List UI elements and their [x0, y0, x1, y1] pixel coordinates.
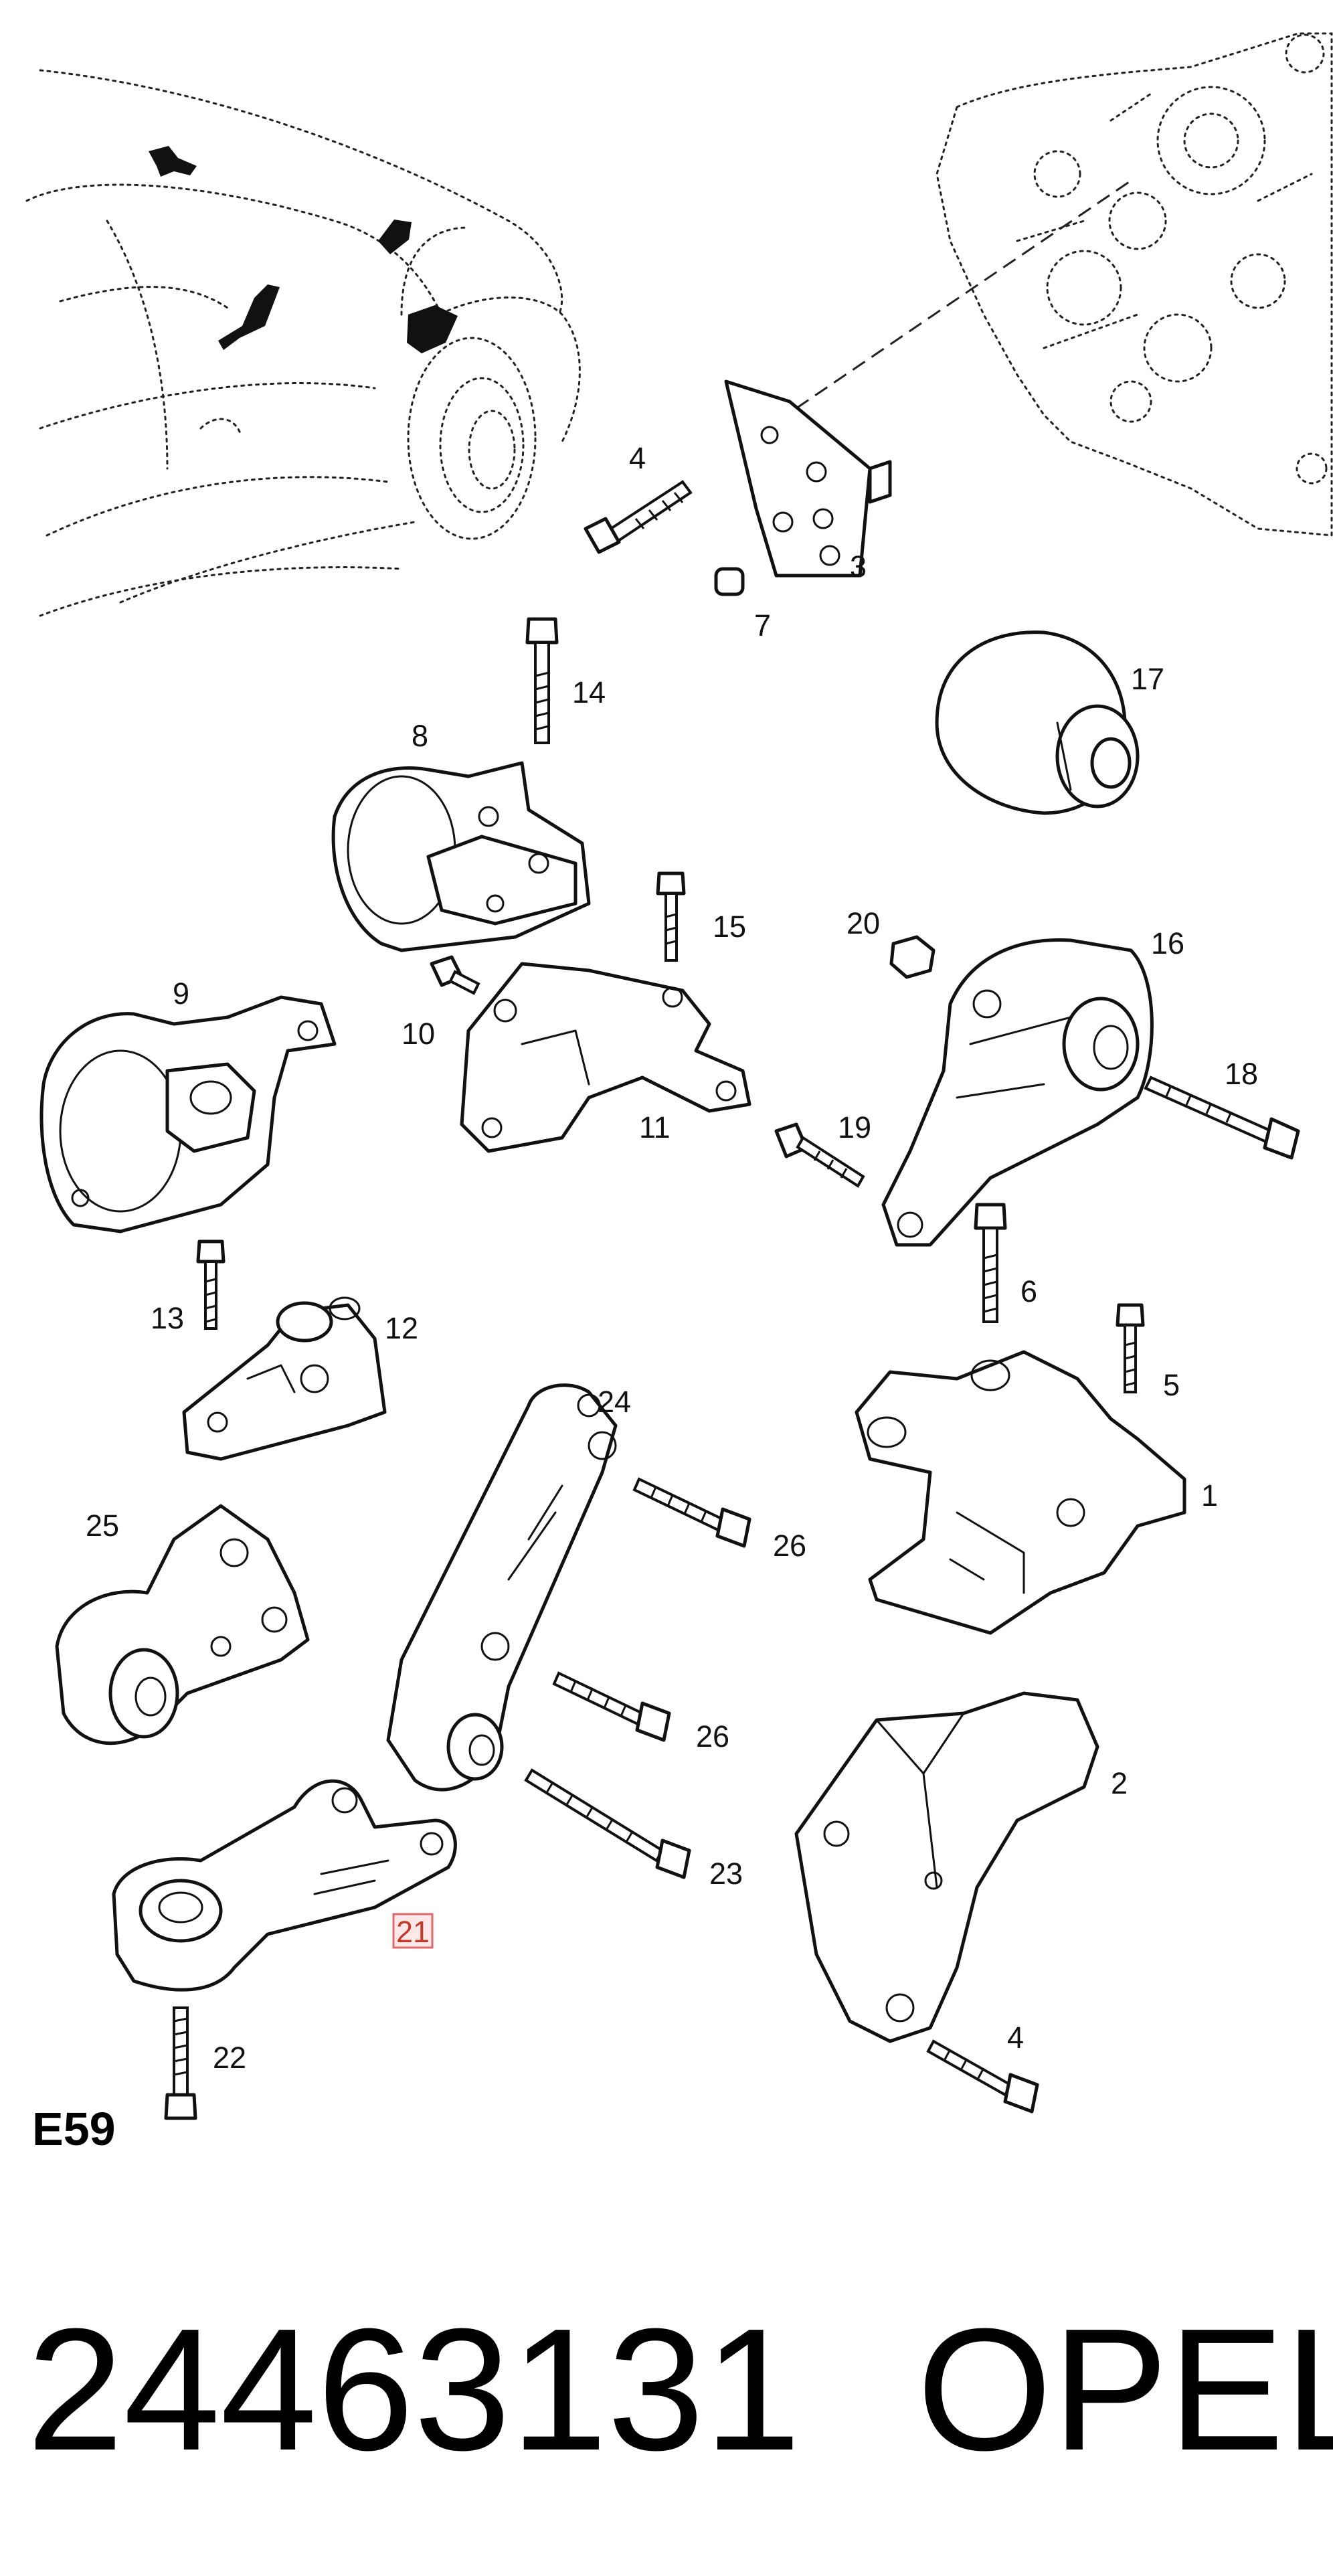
callout-15: 15: [713, 910, 746, 944]
part-3-mount-plate: [724, 379, 892, 578]
part-11-bracket: [460, 962, 751, 1153]
callout-6: 6: [1020, 1274, 1037, 1308]
part-6-bolt: [974, 1203, 1007, 1323]
part-2-bracket: [794, 1691, 1099, 2043]
part-25-mount: [55, 1504, 310, 1745]
callout-21-highlight-box: [392, 1913, 434, 1949]
callout-3: 3: [850, 549, 867, 584]
callout-8: 8: [412, 719, 428, 753]
part-22-bolt: [164, 2006, 197, 2120]
callout-7: 7: [754, 608, 771, 642]
callout-22: 22: [213, 2041, 246, 2075]
callout-17: 17: [1131, 662, 1164, 696]
part-18-bolt: [1144, 1076, 1300, 1160]
callout-2: 2: [1111, 1766, 1128, 1800]
part-23-bolt: [524, 1768, 691, 1879]
callout-16: 16: [1151, 926, 1184, 960]
callout-20: 20: [847, 906, 880, 940]
part-8-engine-mount: [331, 761, 591, 952]
callout-18: 18: [1225, 1057, 1258, 1091]
part-21-torque-arm: [112, 1779, 457, 1992]
callout-26-upper: 26: [773, 1529, 806, 1563]
section-code: E59: [32, 2103, 116, 2155]
part-26-bolt-lower: [552, 1671, 671, 1742]
callout-4-upper: 4: [629, 441, 646, 475]
callout-14: 14: [572, 675, 606, 709]
vehicle-outline-illustration: [25, 69, 581, 617]
part-16-torque-mount: [881, 938, 1154, 1247]
callout-25: 25: [86, 1509, 119, 1543]
callout-1: 1: [1201, 1478, 1218, 1513]
callout-23: 23: [709, 1857, 743, 1891]
callout-19: 19: [838, 1110, 871, 1144]
callout-9: 9: [173, 976, 189, 1011]
engine-block-illustration: [796, 32, 1333, 537]
callout-12: 12: [385, 1311, 418, 1345]
part-12-mount: [182, 1296, 387, 1461]
part-13-bolt: [196, 1239, 226, 1330]
callout-13: 13: [151, 1301, 184, 1335]
part-1-transmission-mount: [855, 1350, 1186, 1635]
callout-4-lower: 4: [1007, 2021, 1024, 2055]
part-10-bolt: [430, 955, 480, 995]
callout-26-lower: 26: [696, 1719, 729, 1753]
brand-name: OPEL: [917, 2293, 1333, 2487]
part-4-bolt-upper: [584, 480, 693, 554]
callout-24: 24: [598, 1385, 631, 1419]
part-5-bolt: [1116, 1303, 1145, 1393]
part-24-torque-link: [386, 1383, 618, 1792]
callout-21: 21: [396, 1915, 430, 1949]
part-number: 24463131: [27, 2293, 801, 2487]
callout-labels: 4 3 7 14 17 8 15 20 16 9 10 11 18 19 6 1…: [86, 441, 1258, 2075]
part-4-bolt-lower: [926, 2039, 1039, 2114]
callout-11: 11: [639, 1110, 671, 1144]
part-15-bolt: [656, 871, 686, 962]
part-9-engine-mount: [39, 995, 337, 1233]
part-14-bolt: [525, 617, 559, 744]
part-20-nut: [889, 935, 936, 979]
callout-10: 10: [402, 1017, 435, 1051]
part-26-bolt-upper: [632, 1477, 751, 1548]
part-7-sleeve: [714, 567, 745, 596]
part-19-bolt: [774, 1122, 865, 1188]
part-17-bushing: [935, 630, 1140, 815]
callout-5: 5: [1163, 1368, 1180, 1402]
